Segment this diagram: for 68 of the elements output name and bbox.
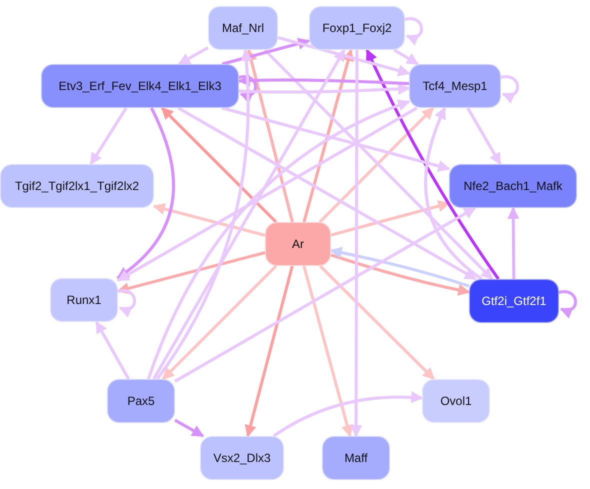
regulation-arrow (330, 246, 470, 288)
regulation-arrow (330, 200, 450, 237)
gene-node (309, 6, 405, 50)
gene-label: Nfe2_Bach1_Mafk (464, 179, 562, 193)
gene-label: Pax5 (127, 394, 155, 408)
gene-node (422, 379, 490, 423)
regulation-arrow (244, 266, 294, 438)
regulation-arrow (498, 75, 519, 103)
regulation-arrow (278, 36, 410, 76)
regulation-arrow (160, 106, 278, 224)
regulation-arrow (272, 391, 424, 438)
regulation-arrow (147, 100, 410, 380)
regulation-arrow (302, 266, 353, 438)
regulation-arrow (116, 251, 266, 294)
regulation-arrow (350, 50, 362, 438)
gene-node (449, 164, 577, 208)
regulation-arrow (318, 106, 434, 224)
regulation-arrow (222, 106, 450, 172)
regulation-arrow (178, 46, 209, 66)
regulation-arrow (116, 289, 136, 317)
regulation-arrow (466, 107, 502, 166)
regulation-arrow (156, 48, 252, 380)
regulation-arrow (116, 106, 418, 282)
gene-label: Maff (344, 451, 368, 465)
regulation-arrow (245, 48, 294, 222)
regulation-arrow (174, 206, 476, 383)
regulation-arrow (556, 290, 577, 318)
gene-label: Foxp1_Foxj2 (322, 21, 392, 35)
regulation-arrow (264, 48, 494, 280)
regulation-arrow (222, 38, 310, 66)
gene-label: Tgif2_Tgif2lx1_Tgif2lx2 (14, 179, 140, 193)
gene-node (200, 436, 284, 480)
regulation-arrow (236, 75, 257, 103)
gene-label: Runx1 (66, 293, 102, 307)
regulation-arrow (178, 106, 477, 280)
gene-label: Etv3_Erf_Fev_Elk4_Elk1_Elk3 (58, 79, 222, 93)
gene-node (208, 6, 278, 50)
gene-label: Ovol1 (440, 394, 472, 408)
gene-node (41, 64, 239, 108)
regulation-arrow (238, 82, 410, 95)
regulation-arrow (174, 418, 204, 438)
gene-node (50, 278, 118, 322)
gene-label: Tcf4_Mesp1 (422, 79, 488, 93)
regulation-arrow (152, 203, 266, 237)
regulation-arrow (366, 48, 500, 280)
gene-node (469, 279, 559, 323)
regulation-arrow (424, 106, 483, 280)
regulation-arrow (238, 74, 410, 86)
gene-node (107, 379, 175, 423)
regulation-arrow (330, 254, 470, 296)
regulation-arrow (90, 107, 128, 166)
regulation-arrow (393, 48, 419, 66)
regulation-arrow (507, 206, 520, 280)
gene-label: Ar (292, 237, 304, 251)
gene-label: Maf_Nrl (222, 21, 264, 35)
regulation-arrow (302, 48, 354, 222)
gene-node (0, 164, 154, 208)
gene-node (409, 64, 501, 108)
regulation-arrow (319, 264, 435, 380)
regulation-arrow (116, 107, 175, 280)
regulation-arrow (152, 48, 346, 380)
regulation-arrow (162, 264, 278, 380)
gene-label: Vsx2_Dlx3 (213, 451, 271, 465)
gene-node (265, 222, 331, 266)
gene-label: Gtf2i_Gtf2f1 (482, 294, 546, 308)
gene-node (322, 436, 390, 480)
regulation-arrow (402, 17, 423, 45)
regulation-arrow (95, 320, 130, 380)
